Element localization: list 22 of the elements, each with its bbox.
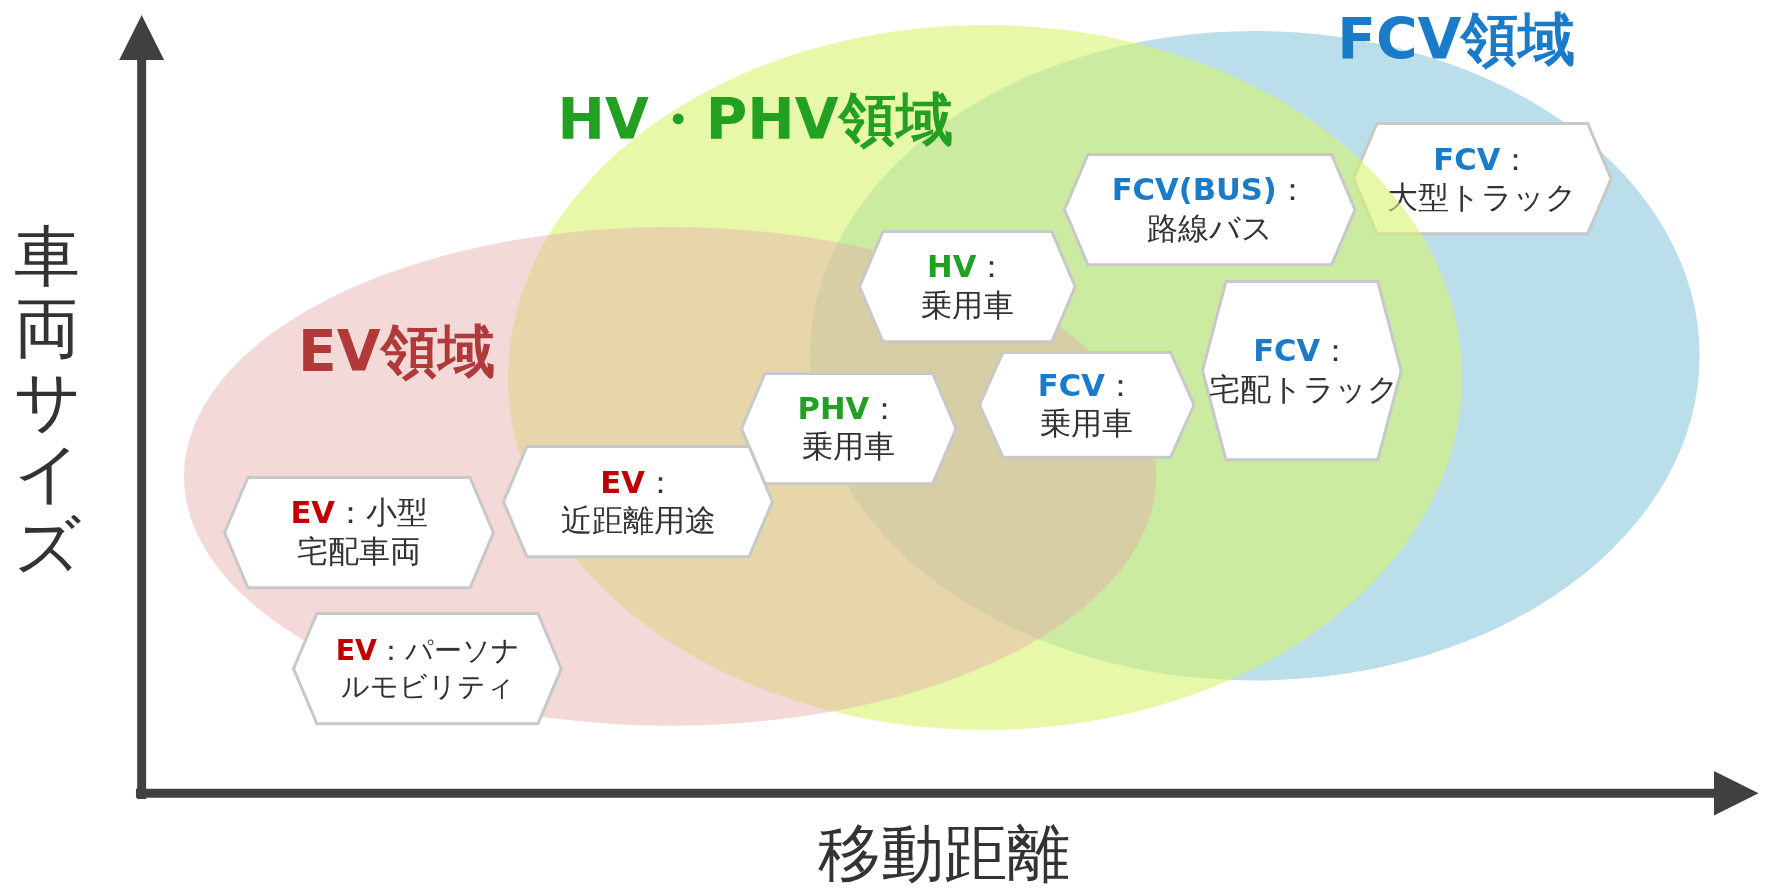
vehicle-hexagon bbox=[1201, 279, 1403, 462]
vehicle-label: EV：小型宅配車両 bbox=[289, 494, 429, 571]
vehicle-label: HV：乗用車 bbox=[919, 248, 1015, 325]
vehicle-label: FCV(BUS)：路線バス bbox=[1110, 171, 1309, 248]
vehicle-hexagon bbox=[502, 445, 775, 559]
vehicle-hexagon bbox=[223, 475, 496, 590]
axis-title: 車両サイズ bbox=[13, 221, 80, 583]
vehicle-label: EV：パーソナルモビリティ bbox=[334, 633, 521, 705]
vehicle-hexagon bbox=[740, 371, 958, 486]
vehicle-hexagon bbox=[1063, 153, 1357, 267]
axis-title: 移動距離 bbox=[818, 821, 1071, 886]
vehicle-hexagon bbox=[857, 230, 1077, 344]
vehicle-label: EV：近距離用途 bbox=[559, 463, 717, 541]
region-heading: HV・PHV領域 bbox=[557, 90, 953, 148]
vehicle-label: FCV：大型トラック bbox=[1386, 140, 1579, 218]
vehicle-label: FCV：乗用車 bbox=[1036, 366, 1137, 444]
vehicle-label: FCV：宅配トラック bbox=[1208, 332, 1396, 409]
region-heading: EV領域 bbox=[298, 323, 495, 380]
region-heading: FCV領域 bbox=[1337, 11, 1576, 68]
vehicle-hexagon bbox=[978, 351, 1196, 459]
vehicle-label: PHV：乗用車 bbox=[796, 390, 902, 467]
vehicle-hexagon bbox=[1352, 122, 1613, 236]
